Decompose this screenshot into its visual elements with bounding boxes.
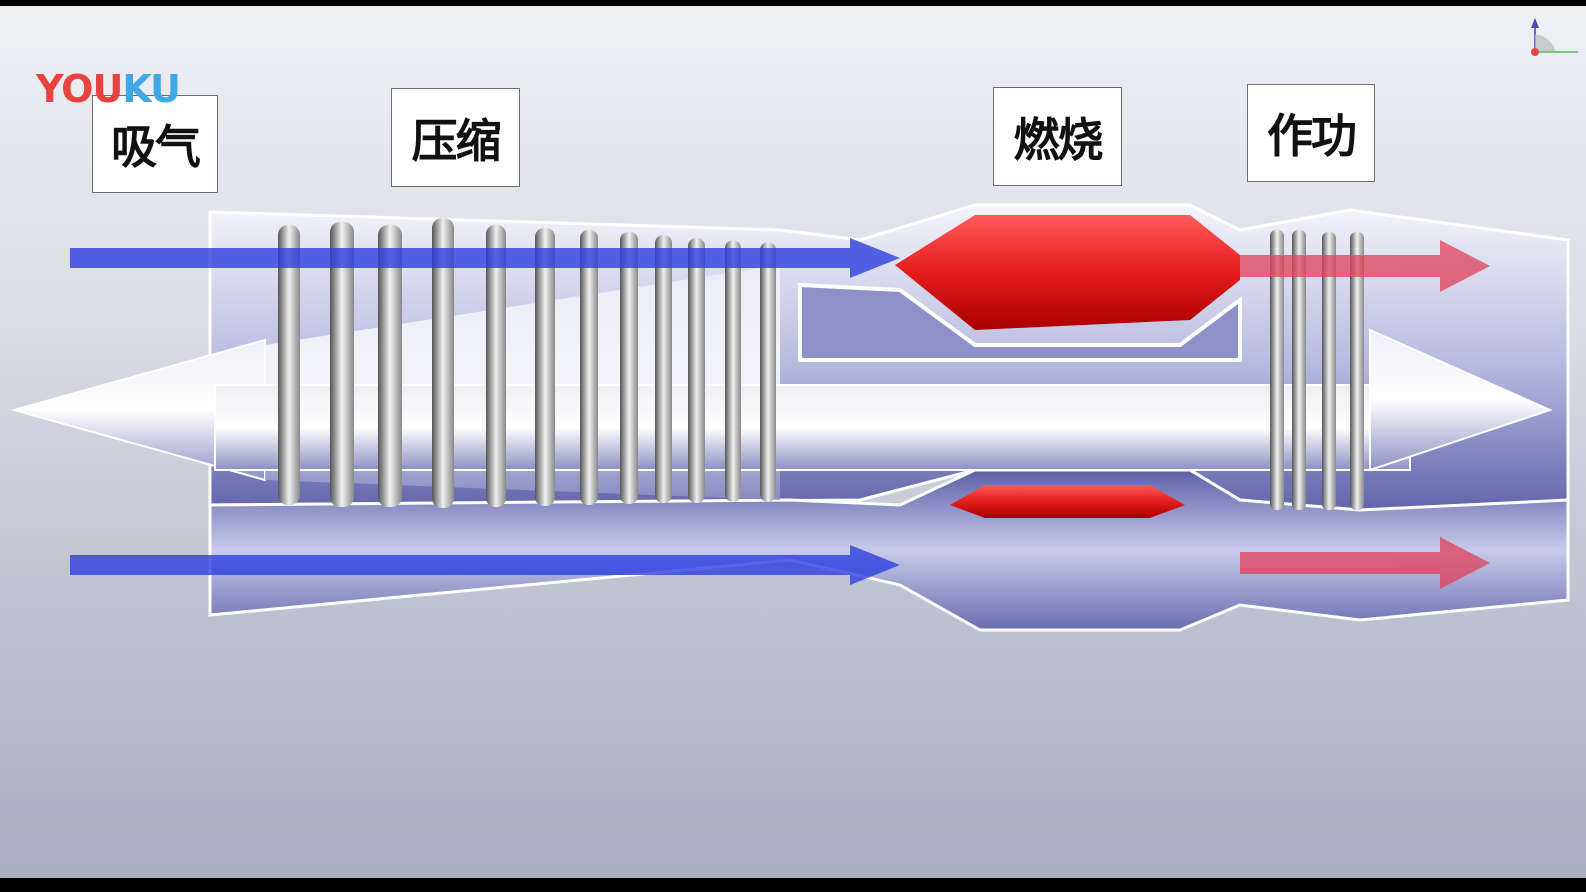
blade — [655, 235, 672, 503]
exhaust-arrow-upper — [1240, 240, 1490, 292]
video-frame: 吸气 压缩 燃烧 作功 YOUKU — [0, 6, 1586, 878]
turbine-blades — [1270, 230, 1364, 510]
blade — [378, 225, 402, 507]
blade — [432, 218, 454, 508]
blade — [620, 232, 638, 504]
blade — [1292, 230, 1306, 510]
blade — [1322, 232, 1336, 510]
watermark-red-part: YOU — [36, 67, 123, 111]
stage-label-work: 作功 — [1247, 84, 1375, 182]
stage-label-compression: 压缩 — [391, 88, 520, 187]
blade — [580, 230, 598, 505]
blade — [760, 242, 776, 502]
blade — [535, 228, 555, 506]
axis-gizmo-icon — [1531, 18, 1578, 56]
combustor-upper — [895, 215, 1240, 330]
stage-label-intake: 吸气 — [92, 95, 218, 193]
blade — [486, 225, 506, 507]
blade — [278, 225, 300, 505]
blade — [1350, 232, 1364, 510]
blade — [688, 238, 705, 503]
exhaust-arrow-lower — [1240, 537, 1490, 589]
stage-label-combustion: 燃烧 — [993, 87, 1122, 186]
combustor-lower — [950, 485, 1185, 518]
inner-duct — [798, 282, 1242, 362]
intake-arrow-lower — [70, 545, 900, 585]
youku-watermark: YOUKU — [36, 67, 181, 111]
compressor-blades — [278, 218, 776, 508]
exhaust-cone — [1369, 328, 1553, 472]
blade — [330, 222, 354, 507]
blade — [725, 240, 741, 502]
main-shaft — [214, 384, 1411, 471]
watermark-blue-part: KU — [122, 67, 181, 111]
jet-engine-diagram — [10, 203, 1570, 632]
intake-arrow-upper — [70, 238, 900, 278]
blade — [1270, 230, 1284, 510]
